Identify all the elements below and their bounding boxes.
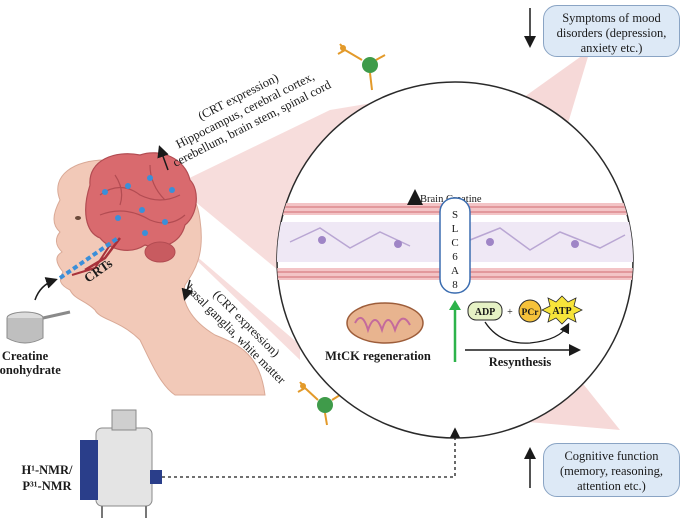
intake-arrow: [34, 277, 58, 301]
plus-label: +: [507, 307, 513, 318]
mood-box-line-3: anxiety etc.): [580, 41, 643, 55]
down-arrow-bottom: [181, 279, 194, 301]
slc6a8-transporter: [439, 197, 471, 294]
cognitive-function-box: Cognitive function (memory, reasoning, a…: [543, 443, 680, 497]
neuron-icon: [337, 43, 386, 91]
nmr-label-1: H¹-NMR/: [22, 463, 73, 477]
slc6a8-letter-2: C: [451, 237, 458, 249]
mood-box-line-2: disorders (depression,: [556, 26, 667, 40]
brain-icon: [71, 152, 197, 276]
crt-line: [58, 236, 120, 280]
neuron-icon-2: [297, 381, 341, 426]
cognitive-box-line-2: (memory, reasoning,: [560, 464, 663, 478]
pcr-badge: [518, 299, 542, 323]
pcr-label: PCr: [522, 308, 540, 318]
creatine-label-1: Creatine: [2, 349, 49, 363]
nmr-machine-icon: [80, 409, 162, 518]
slc6a8-letter-5: 8: [452, 279, 458, 291]
adp-label: ADP: [475, 307, 496, 318]
slc6a8-letter-0: S: [452, 209, 458, 221]
curved-arrow: [484, 321, 570, 344]
mitochondria-icon: [346, 302, 424, 344]
slc6a8-letter-3: 6: [452, 251, 458, 263]
atp-label: ATP: [552, 306, 571, 317]
adp-badge: [467, 301, 503, 321]
resynthesis-label: Resynthesis: [489, 355, 552, 369]
cognitive-box-line-3: attention etc.): [577, 479, 646, 493]
mood-disorders-box: Symptoms of mood disorders (depression, …: [543, 5, 680, 57]
creatine-label-2: monohydrate: [0, 363, 61, 377]
slc6a8-letter-1: L: [452, 223, 459, 235]
scoop-icon: [6, 310, 71, 344]
nmr-label-2: P³¹-NMR: [22, 479, 72, 493]
cognitive-box-line-1: Cognitive function: [564, 449, 659, 463]
mood-box-line-1: Symptoms of mood: [562, 11, 661, 25]
nmr-dashed-arrow: [162, 427, 461, 478]
slc6a8-letter-4: A: [451, 265, 459, 277]
up-arrow-top: [157, 145, 169, 171]
mtck-label: MtCK regeneration: [325, 349, 431, 363]
